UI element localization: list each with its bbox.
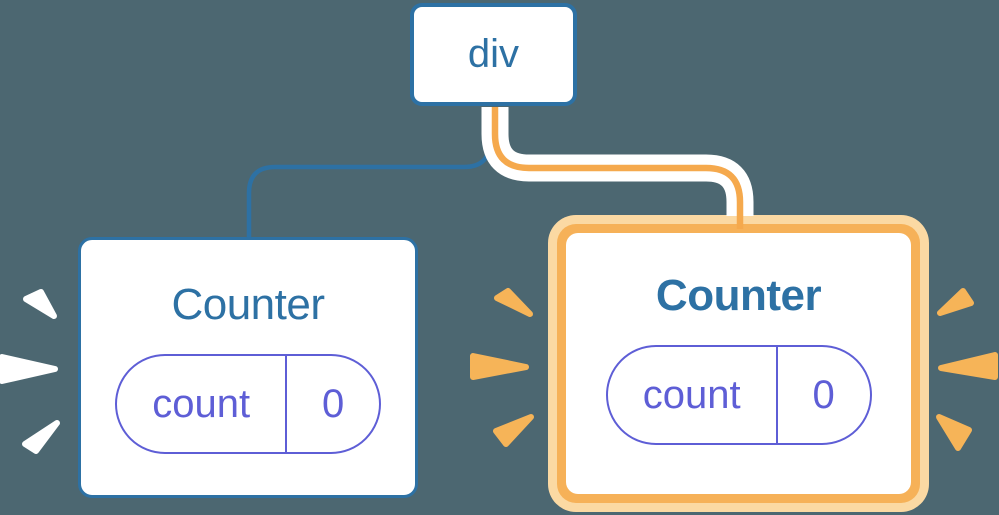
state-key-left: count	[117, 356, 288, 452]
state-pill-right: count 0	[605, 345, 872, 445]
burst-ray-white-middle	[0, 354, 58, 384]
burst-ray-orange-left-middle	[470, 353, 529, 380]
counter-card-right-ring: Counter count 0	[557, 224, 920, 503]
edge-div-to-counter-right	[491, 107, 744, 229]
counter-card-right: Counter count 0	[566, 233, 911, 494]
state-value-left: 0	[322, 381, 345, 426]
counter-title-left: Counter	[171, 280, 325, 329]
state-pill-left: count 0	[115, 354, 381, 454]
counter-title-right: Counter	[655, 271, 822, 320]
state-value-right: 0	[812, 372, 835, 417]
root-node-div: div	[410, 3, 577, 106]
burst-ray-orange-right-middle	[938, 352, 998, 380]
burst-ray-orange-right-bottom	[936, 414, 972, 451]
edge-div-to-counter-right-casing	[481, 107, 754, 216]
burst-ray-orange-left-bottom	[493, 414, 534, 447]
burst-ray-orange-right-top	[937, 288, 974, 316]
edge-div-to-counter-left	[246, 107, 493, 238]
root-node-label: div	[467, 32, 520, 76]
burst-ray-white-top	[23, 289, 57, 319]
state-key-right: count	[608, 347, 778, 443]
burst-ray-white-bottom	[22, 420, 60, 454]
counter-card-left: Counter count 0	[78, 237, 418, 498]
counter-card-right-glow: Counter count 0	[548, 215, 929, 512]
burst-ray-orange-left-top	[494, 288, 533, 317]
